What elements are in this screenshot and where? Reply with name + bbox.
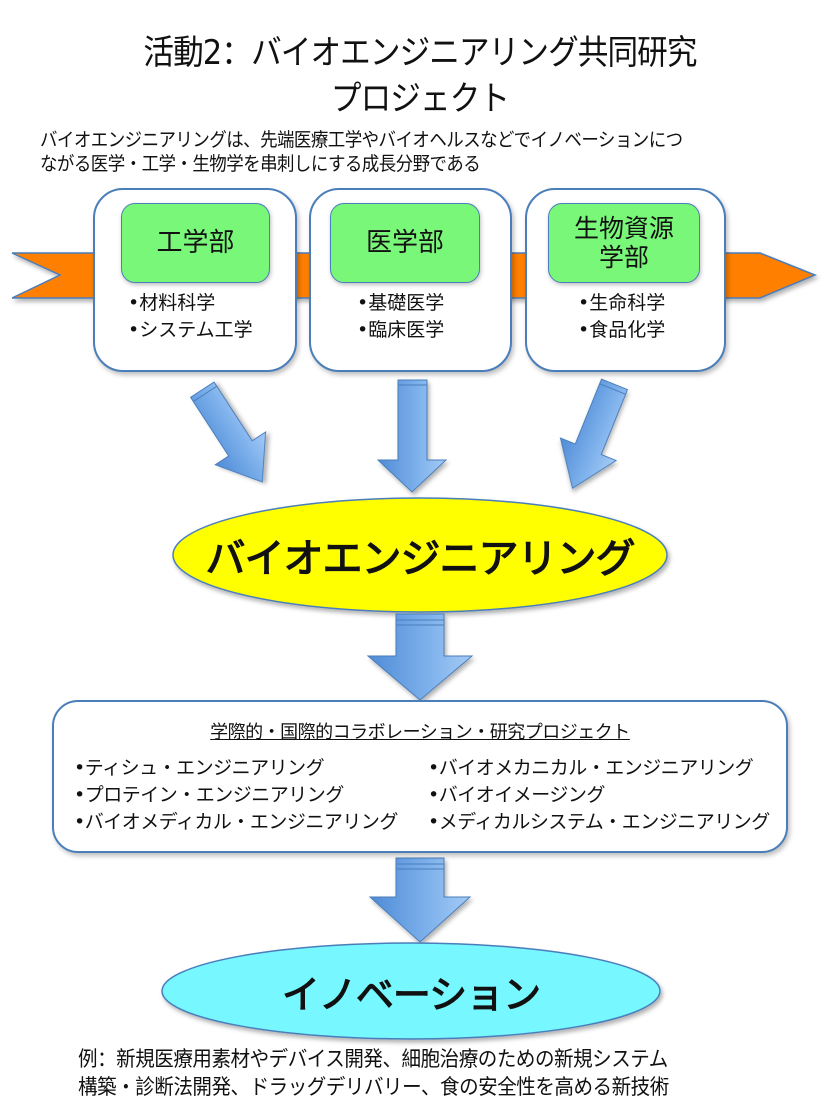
example-text: 例：新規医療用素材やデバイス開発、細胞治療のための新規システム 構築・診断法開発…: [78, 1045, 766, 1101]
department-name-line-1: 工学部: [156, 228, 235, 258]
collaboration-heading: 学際的・国際的コラボレーション・研究プロジェクト: [210, 722, 630, 743]
department-fields-medicine: •基礎医学 •臨床医学: [357, 290, 444, 344]
page-title: 活動2：バイオエンジニアリング共同研究 プロジェクト: [42, 30, 798, 122]
collaboration-box: [52, 700, 788, 853]
arrow-collaboration-to-innovation: [368, 857, 472, 943]
field-item: •材料科学: [128, 292, 216, 314]
collaboration-list-left: •ティシュ・エンジニアリング •プロテイン・エンジニアリング •バイオメディカル…: [74, 755, 398, 836]
collaboration-item: •バイオメディカル・エンジニアリング: [74, 811, 398, 833]
collaboration-item: •バイオメカニカル・エンジニアリング: [428, 757, 754, 779]
department-fields-bioresources: •生命科学 •食品化学: [578, 290, 665, 344]
field-item: •臨床医学: [357, 319, 445, 341]
department-name-line-1: 医学部: [365, 228, 444, 258]
collaboration-item: •プロテイン・エンジニアリング: [74, 784, 344, 806]
arrow-bio-to-collaboration: [366, 613, 474, 701]
title-line-1: 活動2：バイオエンジニアリング共同研究: [143, 33, 697, 73]
department-fields-engineering: •材料科学 •システム工学: [128, 290, 253, 344]
bioengineering-label: バイオエンジニアリング: [205, 536, 636, 582]
intro-line-2: ながる医学・工学・生物学を串刺しにする成長分野である: [40, 153, 481, 175]
arrow-engineering-to-bio: [189, 381, 267, 483]
department-name-engineering: 工学部: [121, 203, 270, 283]
field-item: •基礎医学: [357, 292, 445, 314]
arrow-medicine-to-bio: [376, 379, 448, 493]
intro-line-1: バイオエンジニアリングは、先端医療工学やバイオヘルスなどでイノベーションにつ: [40, 129, 683, 151]
collaboration-list-right: •バイオメカニカル・エンジニアリング •バイオイメージング •メディカルシステム…: [428, 755, 770, 836]
field-item: •生命科学: [578, 292, 666, 314]
field-item: •システム工学: [128, 319, 253, 341]
example-line-2: 構築・診断法開発、ドラッグデリバリー、食の安全性を高める新技術: [78, 1075, 669, 1099]
intro-text: バイオエンジニアリングは、先端医療工学やバイオヘルスなどでイノベーションにつ な…: [40, 128, 758, 176]
innovation-label: イノベーション: [281, 972, 541, 1017]
example-line-1: 例：新規医療用素材やデバイス開発、細胞治療のための新規システム: [78, 1047, 668, 1071]
innovation-ellipse: [161, 942, 661, 1040]
arrow-bioresources-to-bio: [559, 378, 629, 490]
collaboration-item: •バイオイメージング: [428, 784, 605, 806]
department-name-line-1: 生物資源: [573, 214, 674, 243]
collaboration-item: •ティシュ・エンジニアリング: [74, 757, 325, 779]
bioengineering-ellipse: [172, 497, 668, 613]
field-item: •食品化学: [578, 319, 666, 341]
title-line-2: プロジェクト: [330, 79, 510, 119]
department-name-medicine: 医学部: [330, 203, 480, 283]
department-name-bioresources: 生物資源 学部: [548, 203, 700, 283]
department-name-line-2: 学部: [598, 243, 649, 272]
collaboration-item: •メディカルシステム・エンジニアリング: [428, 811, 770, 833]
